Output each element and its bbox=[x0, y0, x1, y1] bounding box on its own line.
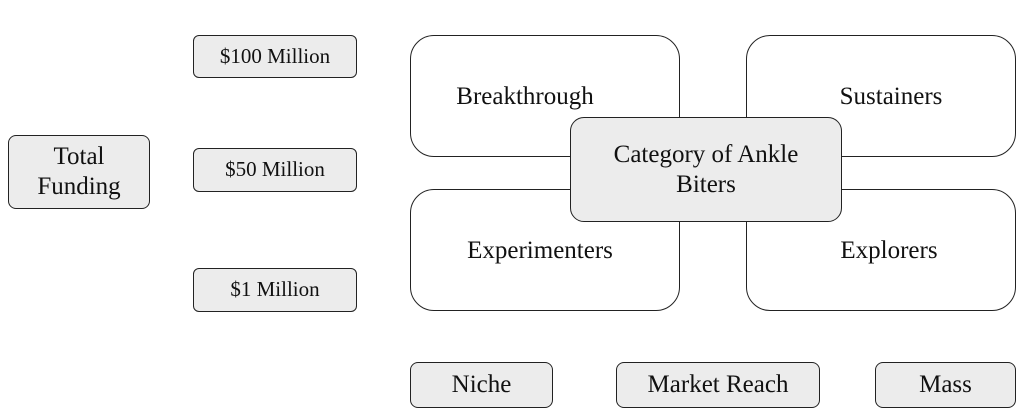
funding-level-1m: $1 Million bbox=[193, 268, 357, 312]
market-reach-niche: Niche bbox=[410, 362, 553, 408]
quadrant-breakthrough: Breakthrough bbox=[410, 35, 680, 157]
funding-level-100m: $100 Million bbox=[193, 35, 357, 78]
quadrant-label: Sustainers bbox=[839, 83, 943, 110]
quadrant-label: Explorers bbox=[840, 237, 938, 264]
quadrant-label: Breakthrough bbox=[456, 83, 594, 110]
y-axis-title: Total Funding bbox=[8, 135, 150, 209]
funding-level-50m: $50 Million bbox=[193, 148, 357, 192]
market-reach-mass: Mass bbox=[875, 362, 1016, 408]
center-category-label: Category of Ankle Biters bbox=[570, 117, 842, 222]
quadrant-label: Experimenters bbox=[467, 237, 613, 264]
market-reach-title: Market Reach bbox=[616, 362, 820, 408]
